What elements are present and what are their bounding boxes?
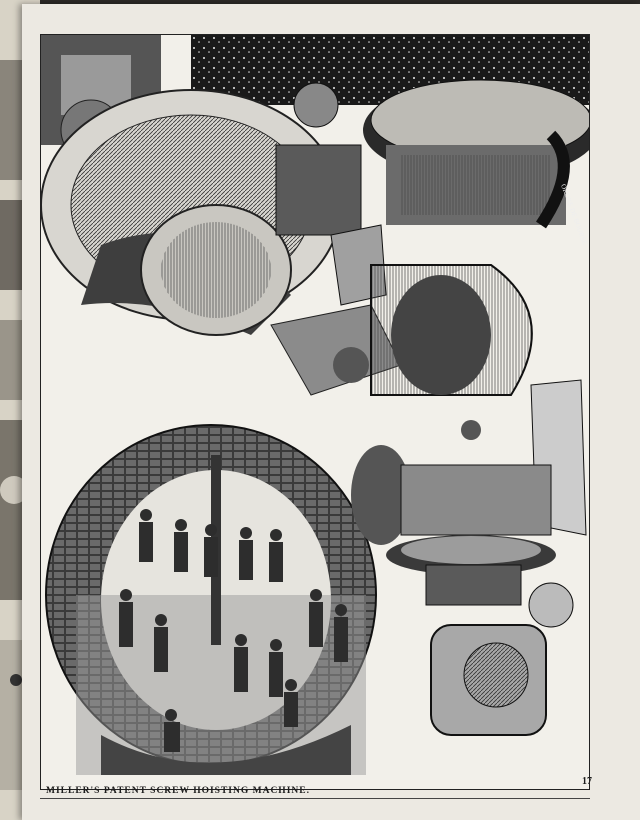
hoisting-wheel bbox=[363, 79, 589, 225]
crank-arm bbox=[270, 304, 402, 396]
engraving-illustration: ORDRE DE BOURSE bbox=[41, 35, 589, 775]
page-number: 17 bbox=[582, 776, 592, 787]
engraving-plate: ORDRE DE BOURSE bbox=[40, 34, 590, 790]
screw-hoisting-machine bbox=[351, 379, 587, 606]
tunnel-ring-scene bbox=[45, 424, 377, 775]
half-drum bbox=[370, 264, 533, 396]
small-gear bbox=[293, 82, 339, 128]
workers-group bbox=[119, 509, 348, 752]
gearbox bbox=[275, 144, 362, 236]
caption-rule bbox=[40, 798, 590, 799]
ribbon bbox=[535, 130, 570, 229]
turbine-housing bbox=[430, 624, 547, 736]
perforated-drum bbox=[41, 89, 342, 336]
small-disc bbox=[528, 582, 574, 628]
plate-caption: MILLER'S PATENT SCREW HOISTING MACHINE. bbox=[46, 786, 310, 796]
